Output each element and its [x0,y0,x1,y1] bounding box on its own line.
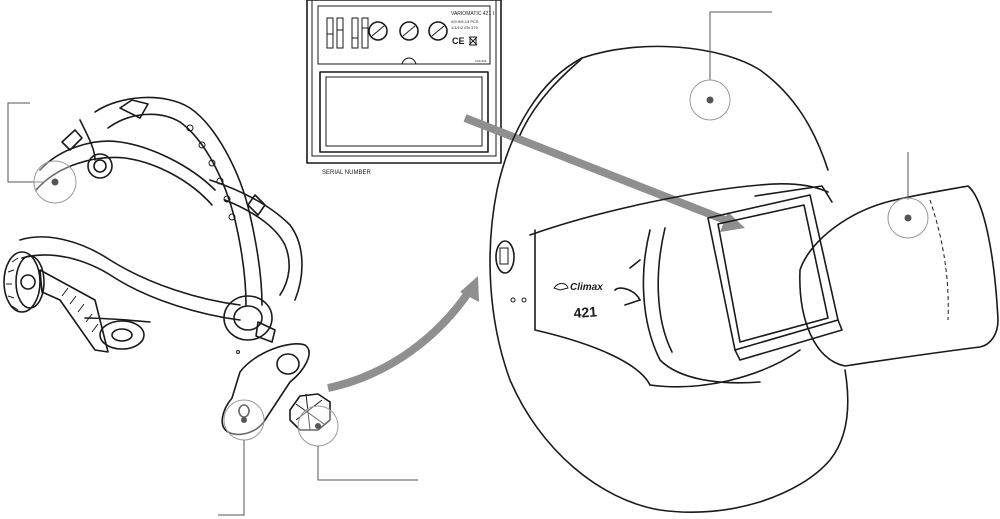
waste-bin-icon [469,36,477,46]
cartridge-spec-line-1: 4/9-9/9-13 PCS [451,19,479,24]
shade-dial [368,21,388,41]
outer-lens-callout [887,152,929,239]
sensitivity-dial [428,21,448,41]
sensitivity-switches [326,17,369,49]
cartridge-small-code: LSS 001 [475,59,487,63]
headgear-assembly [3,96,303,354]
auto-darkening-cartridge: VARIOMATIC 421 I 4/9-9/9-13 PCS 1/1/1/2 … [306,0,502,176]
helmet-model: 421 [573,303,598,321]
welding-helmet: Climax 421 [489,45,849,514]
headgear-callout [7,102,77,204]
delay-dial [399,21,419,41]
brand-logo-icon [553,283,569,291]
serial-number-label: SERIAL NUMBER [322,170,371,176]
spacer-callout [218,399,265,516]
cartridge-insert-arrow [463,114,745,232]
cartridge-spec-line-2: 1/1/1/2 EN 379 [451,25,478,30]
headgear-mount-arrow [327,276,479,392]
cartridge-model-label: VARIOMATIC 421 I [451,11,494,17]
ce-mark: CE [452,36,465,46]
nut-callout [297,405,418,481]
helmet-brand: Climax [570,282,603,293]
outer-protective-lens [799,185,999,367]
pivot-knob [223,295,276,354]
ratchet-knob [3,251,45,313]
helmet-shell-callout [689,11,772,121]
